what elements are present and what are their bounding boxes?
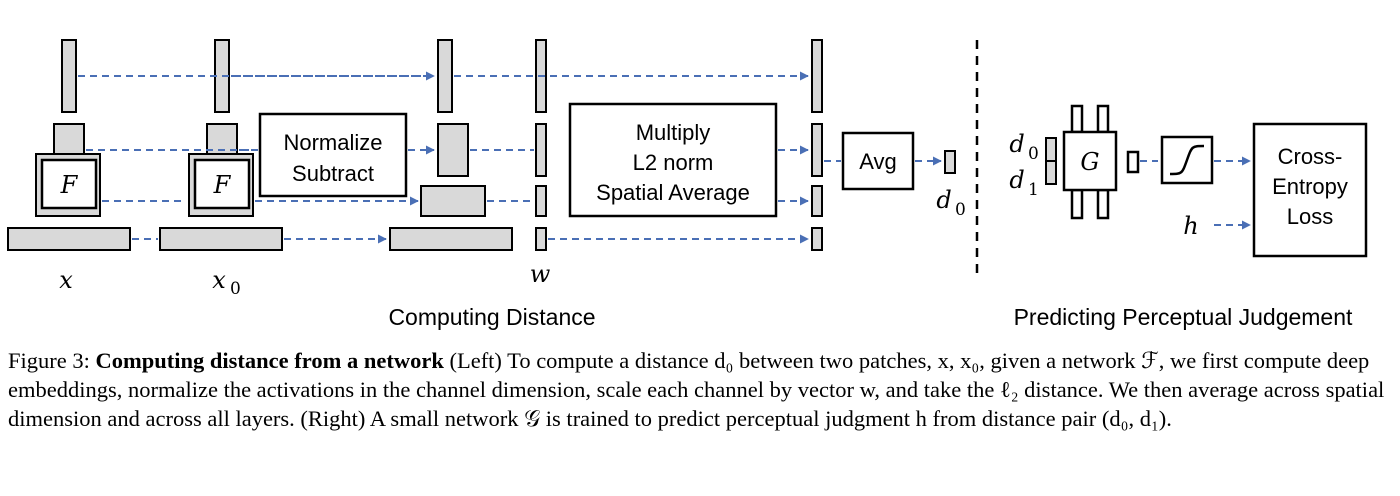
diff-layer-2: [437, 123, 469, 177]
multiply-norm-average-box: [568, 102, 778, 218]
label-d0-subscript: 0: [955, 200, 966, 220]
avg-box: [841, 131, 915, 191]
w-layer-4: [535, 227, 547, 251]
avg-label: Avg: [859, 149, 897, 174]
network-F-box: [40, 158, 98, 210]
caption-body: (Left) To compute a distance d₀ between …: [8, 348, 1385, 431]
sigmoid-icon: [1169, 144, 1205, 176]
spatial-average-label: Spatial Average: [596, 180, 750, 205]
dist-layer-1: [811, 39, 823, 113]
label-w: w: [530, 260, 551, 288]
network-G: G: [1062, 104, 1118, 220]
cross-entropy-loss-box: [1252, 122, 1368, 258]
input-patch-x: [7, 227, 131, 251]
diff-layer-4: [389, 227, 513, 251]
figure-caption: Figure 3: Computing distance from a netw…: [8, 346, 1396, 433]
G-layer-top-right: [1096, 104, 1110, 134]
loss-label-line1: Cross-: [1278, 144, 1343, 169]
network-G-box: [1062, 130, 1118, 192]
loss-label-line2: Entropy: [1272, 174, 1348, 199]
per-layer-distances: [811, 39, 823, 251]
G-output: [1126, 150, 1140, 174]
caption-text: Figure 3: Computing distance from a netw…: [8, 346, 1396, 433]
multiply-label: Multiply: [636, 120, 711, 145]
dist-layer-4: [811, 227, 823, 251]
section-title-perceptual-judgement: Predicting Perceptual Judgement: [1014, 304, 1353, 330]
input-patch-x0: [159, 227, 283, 251]
feature-stack-x: F x: [7, 39, 131, 294]
feature-layer-1: [61, 39, 77, 113]
perceptual-distance-diagram: F x F x 0 Normalize Subtract w Multiply …: [7, 39, 1368, 330]
loss-label-line3: Loss: [1287, 204, 1333, 229]
difference-stack: [389, 39, 513, 251]
w-layer-3: [535, 185, 547, 217]
subtract-label: Subtract: [292, 161, 374, 186]
label-x0-subscript: 0: [230, 279, 241, 299]
figure-label: Figure 3:: [8, 348, 90, 373]
input-d0-label: d: [1009, 130, 1024, 158]
input-d1-subscript: 1: [1028, 180, 1039, 200]
normalize-label: Normalize: [283, 130, 382, 155]
G-layer-top-left: [1070, 104, 1084, 134]
d0-output: [944, 150, 956, 174]
label-d0: d: [936, 186, 951, 214]
G-layer-bottom-left: [1070, 188, 1084, 220]
network-F-label: F: [213, 171, 232, 199]
network-F-box: [193, 158, 251, 210]
flow-arrows: [78, 71, 1251, 244]
diff-layer-3: [420, 185, 486, 217]
normalize-subtract-box: [258, 112, 408, 198]
l2-norm-label: L2 norm: [633, 150, 714, 175]
dist-layer-3: [811, 185, 823, 217]
network-G-label: G: [1080, 148, 1099, 176]
G-layer-bottom-right: [1096, 188, 1110, 220]
label-x: x: [59, 266, 73, 294]
diff-layer-1: [437, 39, 453, 113]
w-layer-2: [535, 123, 547, 177]
feature-layer-2: [53, 123, 85, 155]
input-d1-label: d: [1009, 166, 1024, 194]
network-F-label: F: [60, 171, 79, 199]
label-h: h: [1183, 212, 1198, 240]
label-x0: x: [212, 266, 226, 294]
section-title-computing-distance: Computing Distance: [388, 304, 595, 330]
caption-title: Computing distance from a network: [95, 348, 444, 373]
input-d0-subscript: 0: [1028, 144, 1039, 164]
weight-vector-w: w: [530, 39, 551, 288]
dist-layer-2: [811, 123, 823, 177]
